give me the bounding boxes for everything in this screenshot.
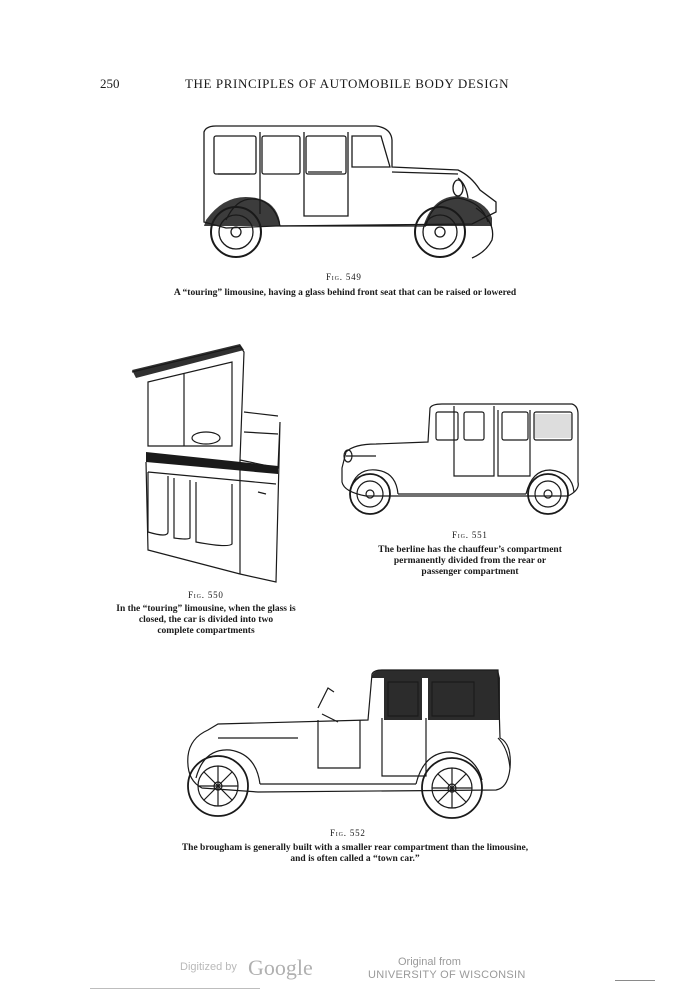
fig-550-caption-line: complete compartments bbox=[157, 626, 255, 636]
scan-artifact-line bbox=[90, 988, 260, 989]
fig-552-caption-line: The brougham is generally built with a s… bbox=[181, 843, 529, 853]
digitized-by-text: Digitized by bbox=[180, 961, 237, 973]
fig-551-caption-line: The berline has the chauffeur’s compartm… bbox=[378, 545, 562, 555]
original-from-text: Original from bbox=[398, 956, 461, 968]
running-title: THE PRINCIPLES OF AUTOMOBILE BODY DESIGN bbox=[185, 76, 510, 91]
fig-551-caption-line: permanently divided from the rear or bbox=[393, 556, 547, 566]
fig-552-illustration bbox=[178, 668, 514, 824]
fig-550-illustration bbox=[128, 344, 288, 582]
fig-552-label: Fig. 552 bbox=[330, 828, 366, 838]
fig-550-label: Fig. 550 bbox=[188, 590, 224, 600]
fig-552-caption: The brougham is generally built with a s… bbox=[120, 843, 590, 865]
fig-551-caption: The berline has the chauffeur’s compartm… bbox=[350, 545, 590, 578]
fig-549-caption: A “touring” limousine, having a glass be… bbox=[173, 288, 517, 298]
fig-550-caption-line: closed, the car is divided into two bbox=[138, 615, 274, 625]
fig-551-label: Fig. 551 bbox=[452, 530, 488, 540]
google-logo: Google bbox=[248, 955, 313, 980]
institution-text: UNIVERSITY OF WISCONSIN bbox=[368, 969, 526, 981]
fig-551-illustration bbox=[336, 402, 588, 524]
fig-550-caption: In the “touring” limousine, when the gla… bbox=[96, 604, 316, 637]
fig-550-caption-line: In the “touring” limousine, when the gla… bbox=[116, 604, 296, 614]
fig-551-caption-line: passenger compartment bbox=[421, 567, 519, 577]
scan-artifact-line bbox=[615, 980, 655, 981]
fig-549-label: Fig. 549 bbox=[326, 272, 362, 282]
fig-552-caption-line: and is often called a “town car.” bbox=[290, 854, 420, 864]
fig-549-illustration bbox=[196, 122, 506, 270]
page-number: 250 bbox=[100, 76, 120, 91]
